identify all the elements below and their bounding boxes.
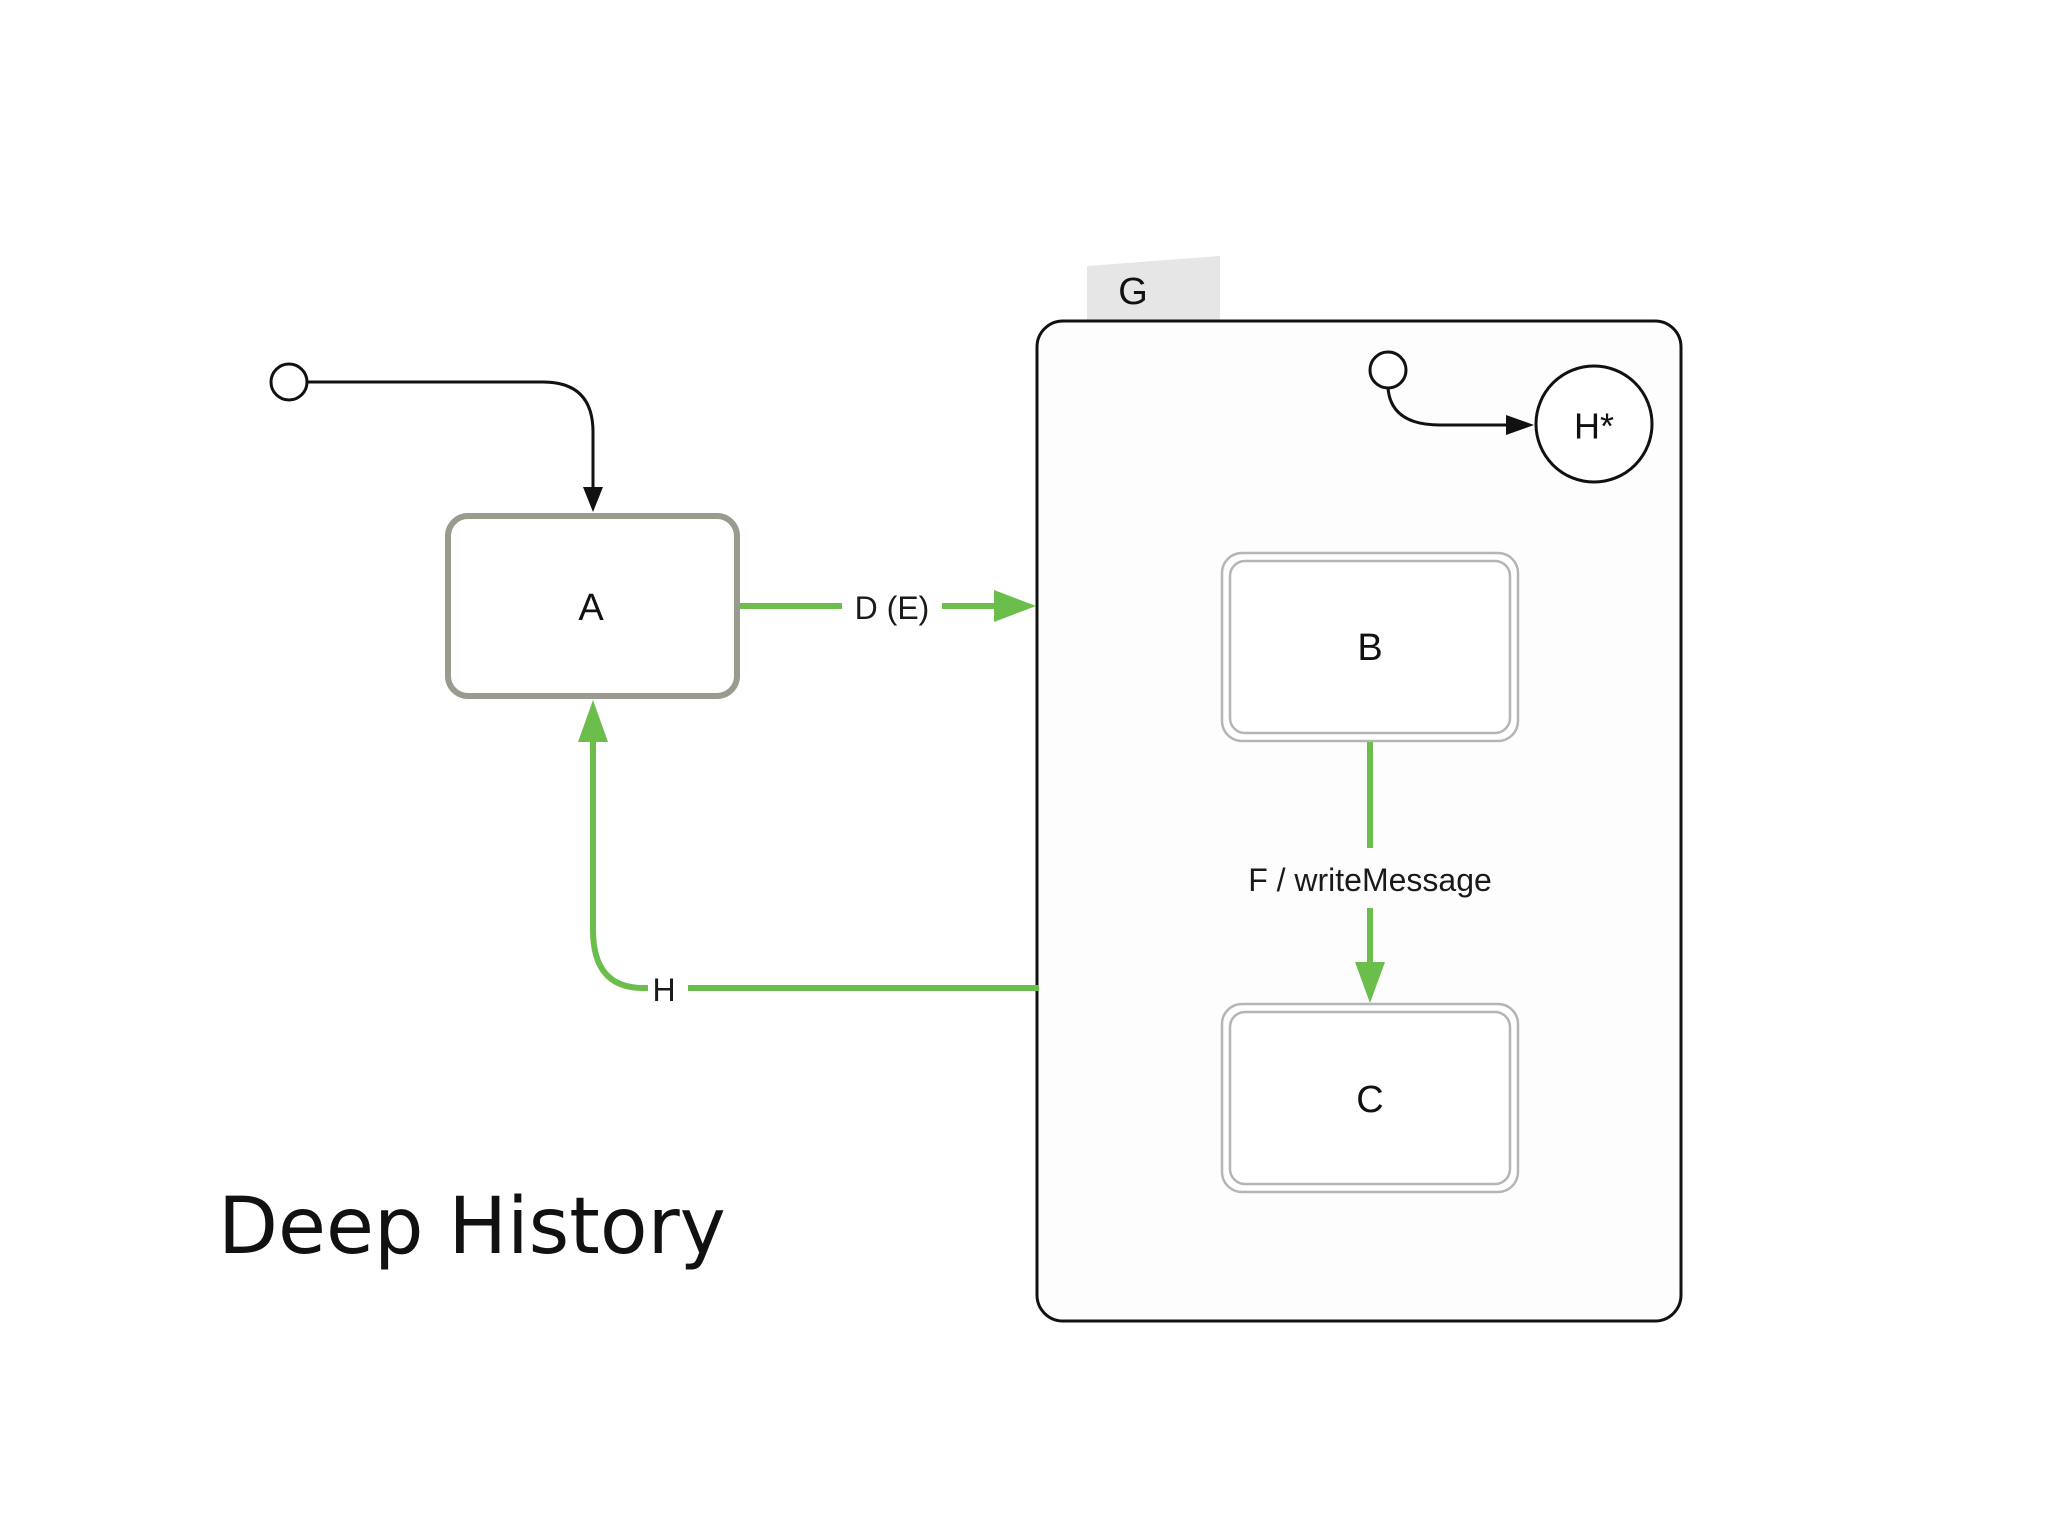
state-a-box [445, 513, 740, 699]
transition-a-to-g-arrowhead [994, 590, 1036, 622]
state-c-inner-box [1228, 1010, 1512, 1186]
transition-a-to-g[interactable]: D (E) [740, 590, 1036, 626]
slide-title: Deep History [218, 1182, 726, 1272]
initial-pseudostate-inner [1368, 350, 1408, 390]
transition-g-to-a[interactable]: H [578, 700, 1039, 1008]
transition-a-to-g-label: D (E) [855, 590, 930, 626]
history-label: H* [1574, 406, 1614, 447]
transition-g-to-a-line-left [590, 740, 648, 991]
initial-transition-to-history-arrowhead [1506, 415, 1534, 435]
initial-transition-arrowhead [583, 487, 603, 512]
initial-transition-to-a [307, 380, 595, 492]
state-g-name-tab [1087, 256, 1220, 322]
state-g-name: G [1118, 271, 1148, 313]
state-b[interactable]: B [1220, 551, 1520, 743]
state-b-label: B [1357, 627, 1382, 669]
state-a-label: A [578, 587, 604, 629]
transition-g-to-a-label: H [652, 972, 675, 1008]
history-circle [1534, 364, 1654, 484]
transition-g-to-a-arrowhead [578, 700, 608, 742]
state-a[interactable]: A [445, 513, 740, 699]
state-c[interactable]: C [1220, 1002, 1520, 1194]
deep-history-pseudostate[interactable]: H* [1534, 364, 1654, 484]
state-c-label: C [1356, 1079, 1383, 1121]
transition-b-to-c-arrowhead [1355, 962, 1385, 1003]
composite-state-g[interactable]: G [1035, 256, 1683, 1323]
state-b-inner-box [1228, 559, 1512, 735]
initial-pseudostate-top [269, 362, 309, 402]
transition-b-to-c[interactable]: F / writeMessage [1248, 742, 1492, 1003]
state-g-boundary [1035, 319, 1683, 1323]
initial-transition-to-history [1386, 387, 1510, 427]
transition-b-to-c-label: F / writeMessage [1248, 862, 1492, 898]
